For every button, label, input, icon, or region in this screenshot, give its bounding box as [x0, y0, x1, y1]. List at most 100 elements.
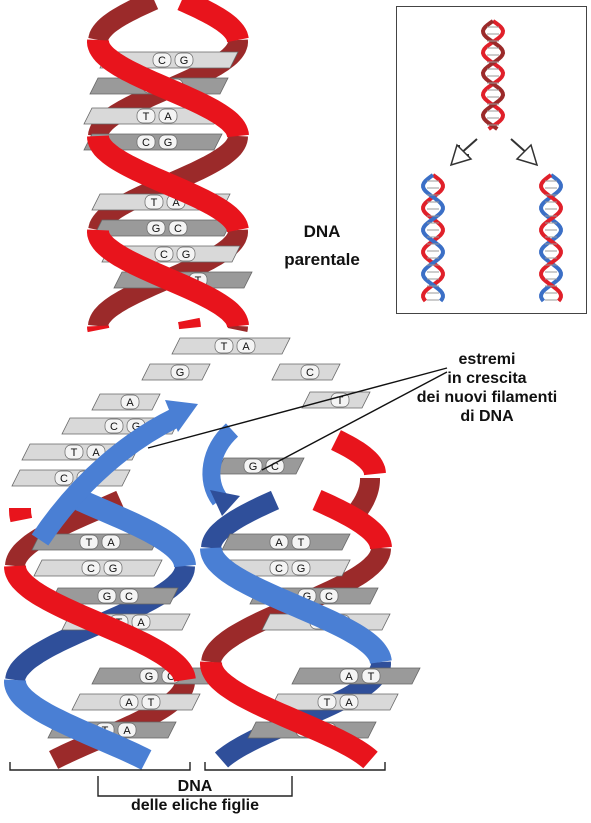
inset-right-daughter-helix-strand-2 — [539, 173, 563, 303]
left-daughter-base-pair-3-left-letter: G — [103, 591, 112, 603]
growing-ends-arrows — [31, 400, 240, 546]
fork-top-base-pair-right-base — [236, 338, 256, 354]
left-daughter-base-pair-7-right-letter: A — [123, 725, 131, 737]
right-arrow-tip — [210, 490, 240, 516]
left-parental-arm-segment — [9, 508, 33, 523]
parental-base-pair-3-right-base — [158, 108, 178, 124]
right-daughter-base-pair-5-left-base — [339, 668, 359, 684]
right-daughter-base-pair-2-left-letter: C — [275, 563, 283, 575]
parental-strand-b-back-segment — [88, 0, 159, 42]
fork-right-base-pair-1-left-letter: G — [249, 461, 258, 473]
right-daughter-base-pair-6-right-letter: A — [345, 697, 353, 709]
parental-base-pair-7-left-letter: C — [160, 249, 168, 261]
right-daughter-base-pair-2-left-base — [269, 560, 289, 576]
left-daughter-base-pair-2-left-base — [81, 560, 101, 576]
left-daughter-base-pair-6-left-base — [119, 694, 139, 710]
fork-left-base-1: G — [141, 363, 211, 381]
parental-dna-line-2: parentale — [284, 250, 360, 269]
parental-base-pair-6-left-base — [146, 220, 166, 236]
left-daughter-base-pair-2-right-base — [103, 560, 123, 576]
right-daughter-base-pair-2-right-base — [291, 560, 311, 576]
fork-right-base-2: T — [301, 391, 371, 409]
left-daughter-base-pair-3-left-base — [97, 588, 117, 604]
parental-base-pair-6-right-base — [168, 220, 188, 236]
parental-base-pair-3-right-letter: A — [164, 111, 172, 123]
inset-parental-helix-strand-1 — [480, 19, 506, 131]
growing-ends-line-3: dei nuovi filamenti — [416, 389, 558, 406]
left-daughter-base-pair-5-left-letter: G — [145, 671, 154, 683]
left-daughter-parental-strand-back-segment — [49, 679, 196, 769]
left-daughter-parental-strand-front-segment — [4, 565, 196, 682]
left-daughter-base-pair-3-right-base — [119, 588, 139, 604]
parental-strand-a-front-segment — [177, 0, 249, 43]
left-daughter-base-pair-4-right-letter: A — [137, 617, 145, 629]
parental-strand-a-front-segment — [87, 325, 110, 333]
left-daughter-base-pair-1-left-base — [79, 534, 99, 550]
fork-left-base-2-base — [120, 394, 140, 410]
growing-ends-label: estremi in crescita dei nuovi filamenti … — [392, 350, 582, 426]
right-daughter-base-pair-3-right-letter: C — [325, 591, 333, 603]
growing-ends-line-2: in crescita — [447, 370, 527, 387]
fork-left-base-1-base — [170, 364, 190, 380]
parental-base-pair-4-left-letter: C — [142, 137, 150, 149]
inset-left-arrowhead-icon — [449, 143, 473, 167]
right-daughter-base-pair-1-left-base — [269, 534, 289, 550]
inset-parental-helix — [480, 19, 506, 131]
fork-right-base-pair-1-right-letter: C — [271, 461, 279, 473]
parental-base-pair-4-right-letter: G — [164, 137, 173, 149]
left-daughter-base-pair-2-right-letter: G — [109, 563, 118, 575]
parental-base-pair-1-right-base — [174, 52, 194, 68]
parental-base-pair-1-left-base — [152, 52, 172, 68]
left-daughter-base-pair-1-left-letter: T — [86, 537, 93, 549]
inset-figure — [421, 19, 563, 303]
left-new-strand-end — [31, 409, 180, 546]
parental-base-pair-5-left-letter: T — [151, 197, 158, 209]
parental-base-pair-6-right-letter: C — [174, 223, 182, 235]
fork-left-base-pair-3-left-base — [54, 470, 74, 486]
left-daughter-new-strand-front-segment — [3, 679, 152, 770]
parental-base-pair-7-right-letter: G — [182, 249, 191, 261]
right-daughter-base-pair-1-right-base — [291, 534, 311, 550]
pointer-line-1 — [147, 367, 448, 449]
fork-left-base-pair-2-right-letter: A — [92, 447, 100, 459]
parental-strand-b-front-segment — [86, 229, 249, 328]
inset-left-daughter-helix — [421, 173, 445, 303]
inset-right-arrowhead-icon — [515, 143, 539, 167]
fork-left-base-pair-1-left-letter: C — [110, 421, 118, 433]
right-daughter-bracket — [204, 762, 386, 771]
right-daughter-parental-strand-front-segment — [312, 489, 392, 550]
parental-dna-label: DNA parentale — [262, 222, 382, 270]
right-daughter-base-pair-3-left-letter: G — [303, 591, 312, 603]
left-daughter-base-pair-4-right-base — [131, 614, 151, 630]
right-daughter-base-pair-6-right-base — [339, 694, 359, 710]
parental-strand-a-front-segment — [87, 135, 249, 233]
pointer-line-2 — [261, 371, 448, 471]
daughter-dna-line-2: delle eliche figlie — [130, 797, 260, 814]
right-daughter-new-strand-back-segment — [201, 490, 280, 549]
fork-left-base-1-letter: G — [176, 367, 185, 379]
fork-right-base-pair-1-left-base — [243, 458, 263, 474]
fork-right-base-pair-1-right-base — [265, 458, 285, 474]
fork-left-base-pair-2-left-letter: T — [71, 447, 78, 459]
daughter-dna-label: DNA delle eliche figlie — [100, 777, 290, 815]
fork-right-base-1-letter: C — [306, 367, 314, 379]
right-daughter-new-strand-front-segment — [200, 547, 392, 664]
right-daughter-base-pair-3-right-base — [319, 588, 339, 604]
inset-left-daughter-helix-strand-2 — [421, 173, 445, 303]
right-daughter-parental-strand-front-segment — [199, 661, 378, 769]
parental-base-pair-4-left-base — [136, 134, 156, 150]
growing-ends-line-1: estremi — [458, 351, 516, 368]
inset-parental-helix-strand-2 — [480, 19, 506, 131]
